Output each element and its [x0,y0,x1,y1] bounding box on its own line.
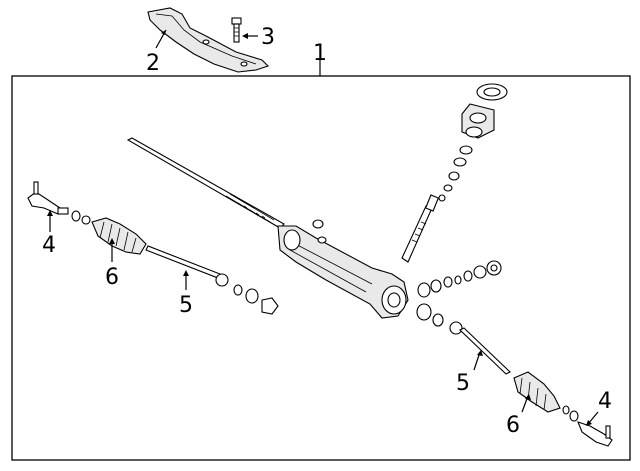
washer-left-b [245,288,259,304]
callout-6-right: 6 [506,413,520,438]
callout-5-left: 5 [179,293,193,318]
housing-end-washers [416,303,444,327]
callout-3: 3 [261,25,275,50]
boot-right [513,371,561,413]
bolt-part-3 [231,17,242,43]
heat-shield-part-2 [147,7,270,73]
boot-left [91,217,147,255]
inner-tie-rod-right [449,321,511,375]
jam-nut-right [569,410,579,422]
callout-5-right: 5 [456,371,470,396]
assembly-frame [11,75,631,461]
tie-rod-end-right [577,421,613,447]
clamp-right [562,405,570,415]
bushing-left [261,297,279,315]
callout-4-left: 4 [42,233,56,258]
callout-4-right: 4 [598,389,612,414]
jam-nut-left [71,210,81,222]
washer-left-a [233,284,243,296]
clamp-left [81,215,91,225]
rack-housing [126,137,409,319]
tie-rod-end-left [27,181,69,215]
callout-2: 2 [146,51,160,76]
callout-6-left: 6 [105,265,119,290]
callout-1: 1 [313,41,327,66]
leader-lines [47,29,599,426]
pinion-shaft [401,194,440,263]
upper-seal-stack [438,83,508,202]
inner-tie-rod-left [145,245,229,287]
yoke-plug-stack [417,260,502,298]
